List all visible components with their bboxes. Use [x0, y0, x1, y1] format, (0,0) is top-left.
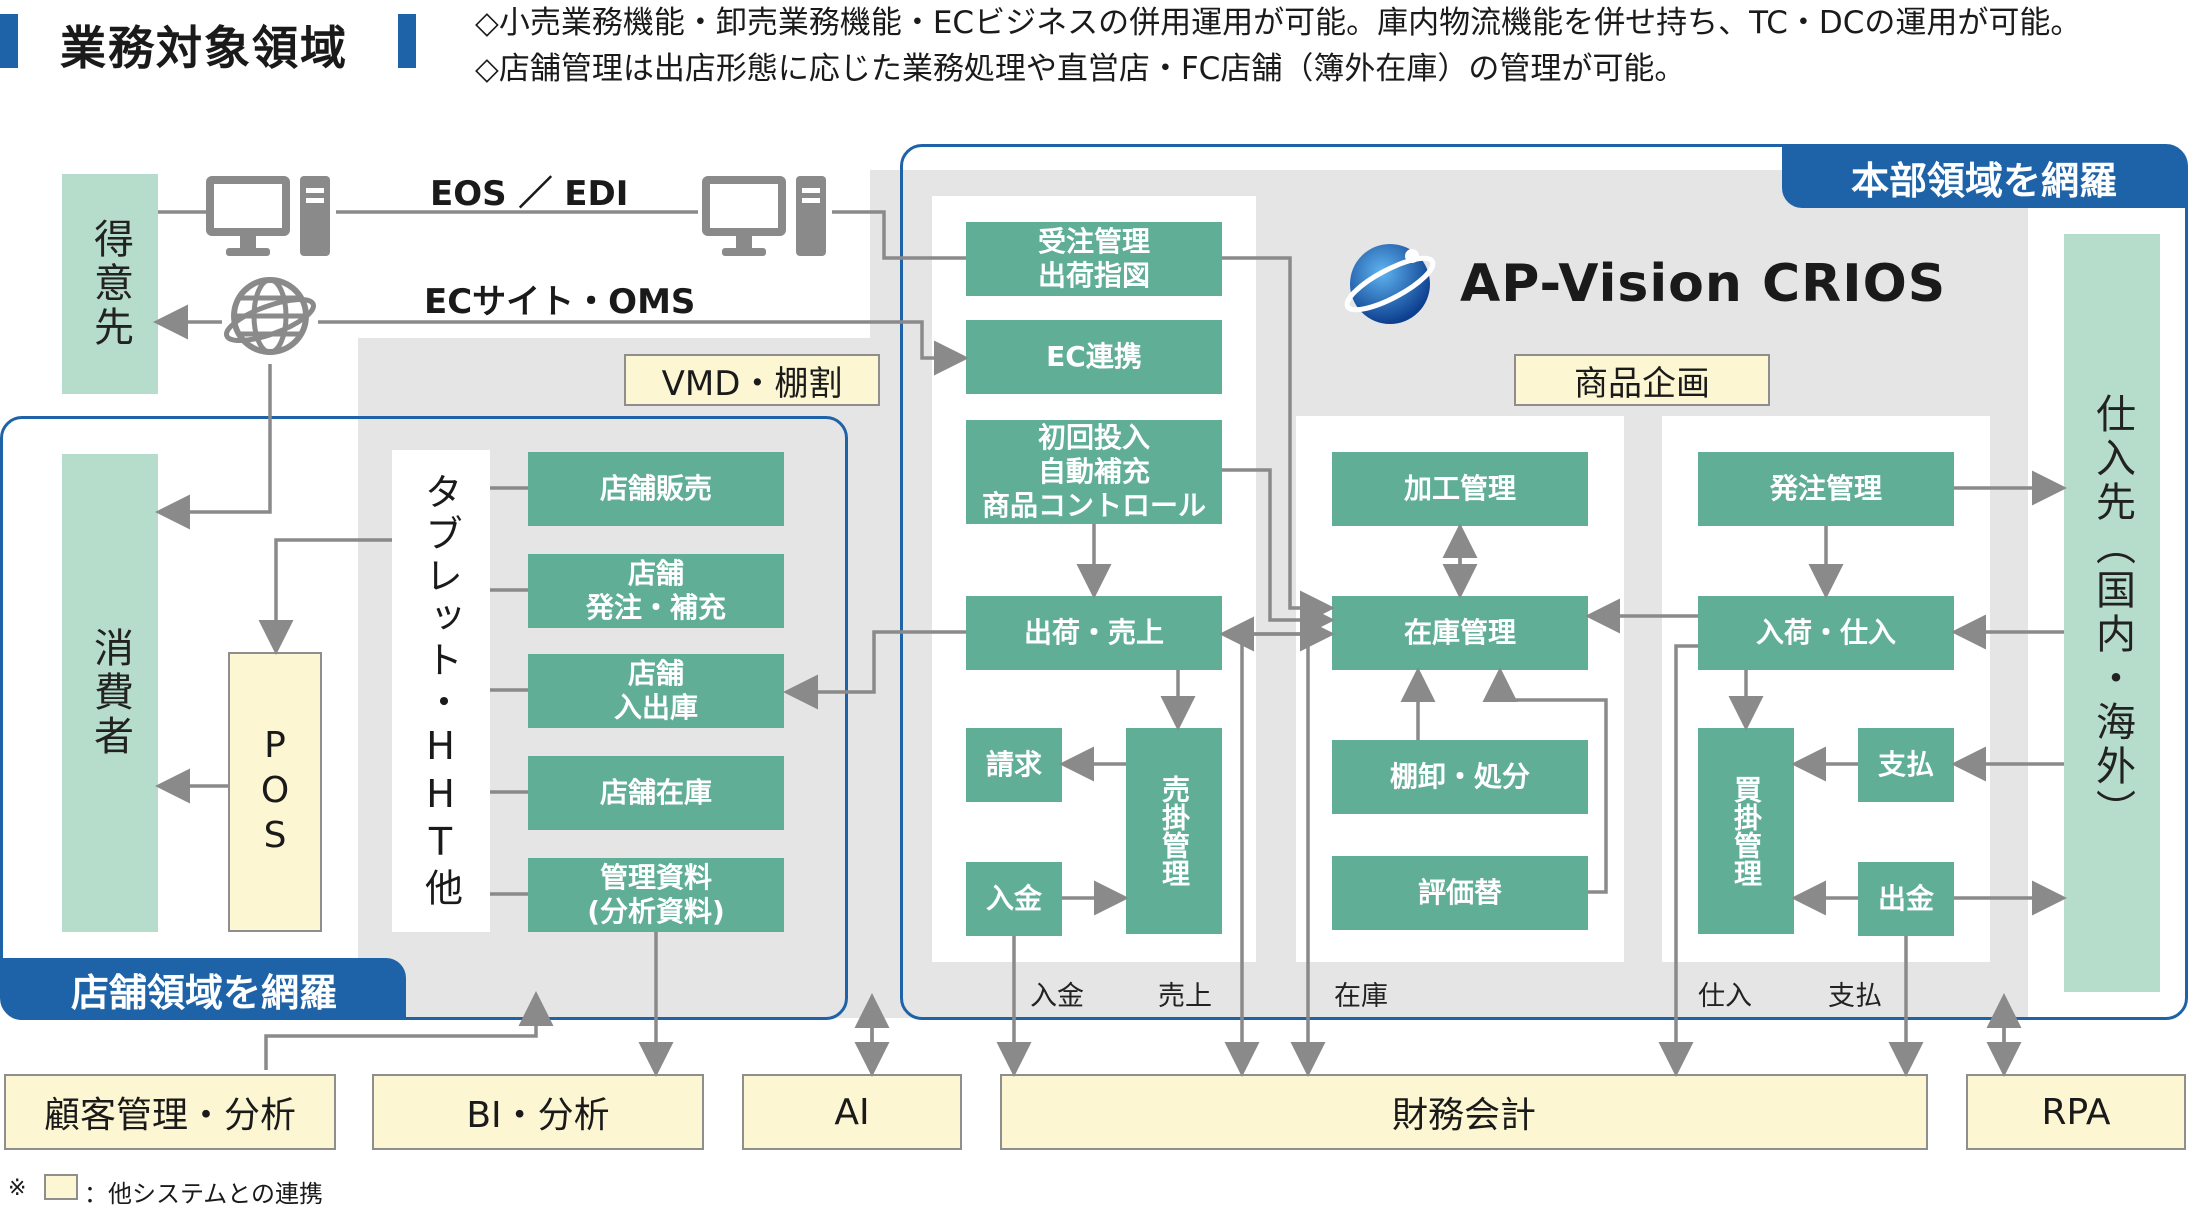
- disbursement-box: 出金: [1858, 862, 1954, 936]
- flow-label-deposit: 入金: [1030, 981, 1084, 1012]
- store-inout-box: 店舗 入出庫: [528, 654, 784, 728]
- receivable-box: 売掛管理: [1126, 728, 1222, 934]
- customer-box: 得意先: [62, 174, 158, 394]
- store-sales-box: 店舗販売: [528, 452, 784, 526]
- receiving-box: 入荷・仕入: [1698, 596, 1954, 670]
- vmd-caption: VMD・棚割: [624, 354, 880, 406]
- flow-label-sales: 売上: [1158, 981, 1212, 1012]
- consumer-box: 消費者: [62, 454, 158, 932]
- payment-box: 支払: [1858, 728, 1954, 802]
- payable-box: 買掛管理: [1698, 728, 1794, 934]
- legend-text: ：他システムとの連携: [84, 1180, 324, 1208]
- eos-edi-label: EOS ／ EDI: [430, 174, 629, 214]
- supplier-box: 仕入先（国内・海外）: [2064, 234, 2160, 992]
- accounting-box: 財務会計: [1000, 1074, 1928, 1150]
- ec-oms-label: ECサイト・OMS: [424, 282, 696, 322]
- title-bar-right: [398, 14, 416, 68]
- order-mgmt-box: 受注管理 出荷指図: [966, 222, 1222, 296]
- store-area-tag: 店舗領域を網羅: [2, 958, 406, 1020]
- planning-caption: 商品企画: [1514, 354, 1770, 406]
- ec-link-box: EC連携: [966, 320, 1222, 394]
- ai-box: AI: [742, 1074, 962, 1150]
- flow-label-payment: 支払: [1828, 981, 1882, 1012]
- crm-box: 顧客管理・分析: [4, 1074, 336, 1150]
- note-line-1: ◇小売業務機能・卸売業務機能・ECビジネスの併用運用が可能。庫内物流機能を併せ持…: [475, 5, 2082, 41]
- legend-mark: ※: [8, 1176, 27, 1201]
- hq-area-frame: [900, 144, 2188, 1020]
- stocktake-box: 棚卸・処分: [1332, 740, 1588, 814]
- title-bar-left: [0, 14, 18, 68]
- revaluation-box: 評価替: [1332, 856, 1588, 930]
- bi-box: BI・分析: [372, 1074, 704, 1150]
- flow-label-purchase: 仕入: [1698, 981, 1752, 1012]
- hq-area-tag: 本部領域を網羅: [1782, 146, 2186, 208]
- page-title: 業務対象領域: [60, 21, 348, 75]
- processing-box: 加工管理: [1332, 452, 1588, 526]
- pos-box: POS: [228, 652, 322, 932]
- computer-icon-right: [696, 170, 832, 262]
- ship-sales-box: 出荷・売上: [966, 596, 1222, 670]
- po-mgmt-box: 発注管理: [1698, 452, 1954, 526]
- legend-swatch: [44, 1174, 78, 1200]
- rpa-box: RPA: [1966, 1074, 2186, 1150]
- replenish-box: 初回投入 自動補充 商品コントロール: [966, 420, 1222, 524]
- tablet-panel: [392, 450, 490, 932]
- store-order-box: 店舗 発注・補充: [528, 554, 784, 628]
- brand-name: AP-Vision CRIOS: [1460, 254, 1947, 314]
- note-line-2: ◇店舗管理は出店形態に応じた業務処理や直営店・FC店舗（簿外在庫）の管理が可能。: [475, 51, 1686, 87]
- billing-box: 請求: [966, 728, 1062, 802]
- tablet-label: タブレット・HHT他: [418, 472, 463, 910]
- store-stock-box: 店舗在庫: [528, 756, 784, 830]
- crios-logo-icon: [1342, 234, 1438, 330]
- deposit-box: 入金: [966, 862, 1062, 936]
- computer-icon-left: [200, 170, 336, 262]
- store-report-box: 管理資料 (分析資料): [528, 858, 784, 932]
- flow-label-stock: 在庫: [1334, 981, 1388, 1012]
- globe-icon: [222, 268, 318, 364]
- stock-mgmt-box: 在庫管理: [1332, 596, 1588, 670]
